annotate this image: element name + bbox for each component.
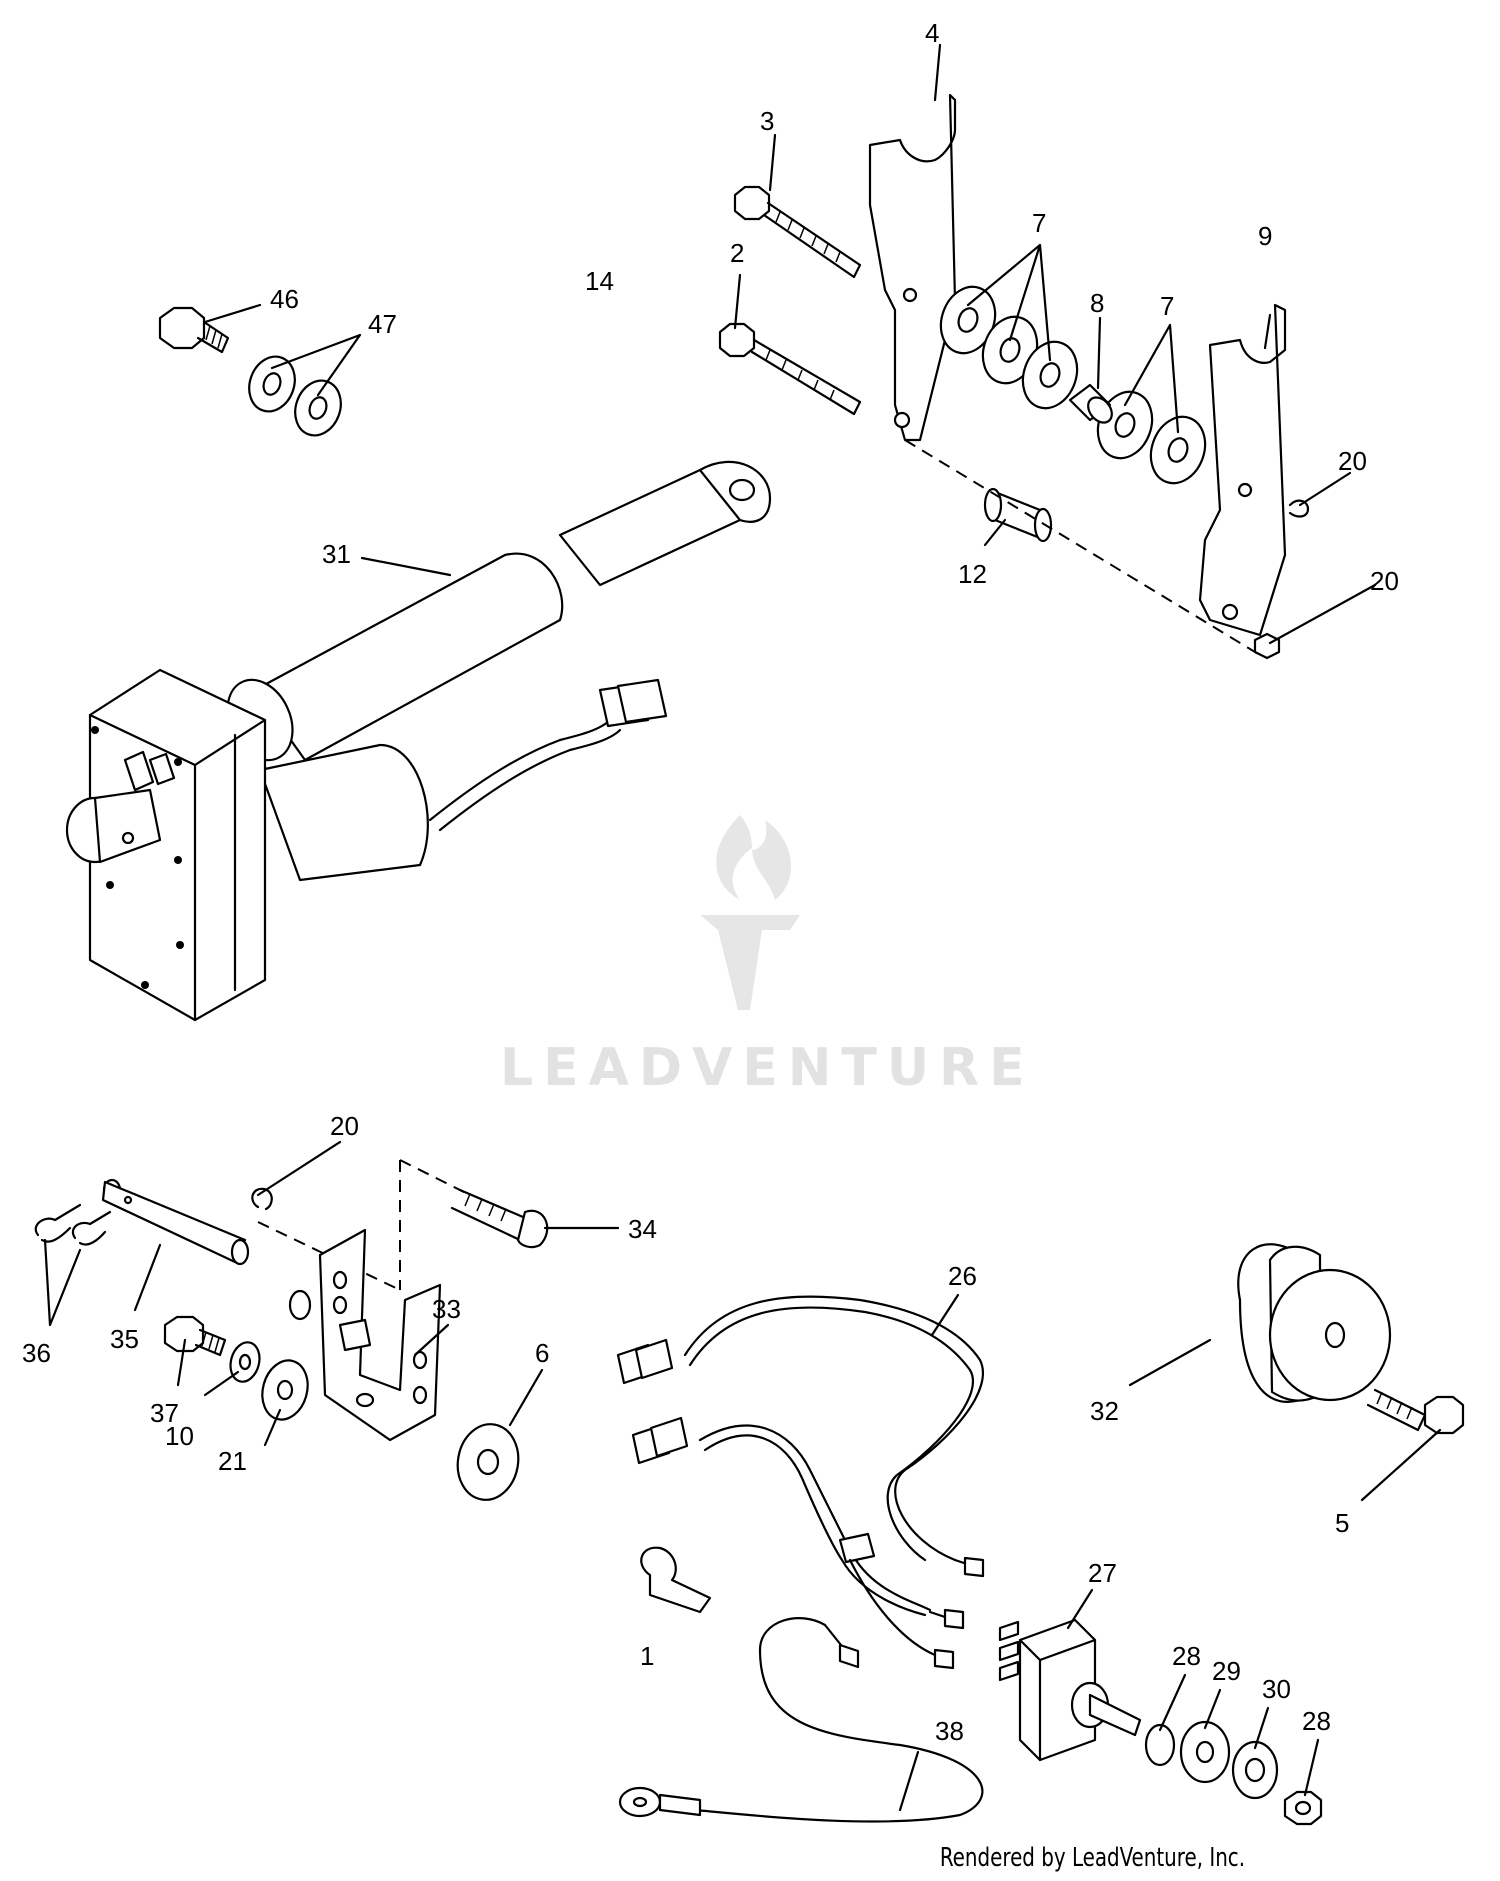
callout-35: 35: [110, 1324, 139, 1354]
callout-7-b: 7: [1160, 291, 1174, 321]
callout-1: 1: [640, 1641, 654, 1671]
sleeve-12: [983, 487, 1053, 543]
callout-31: 31: [322, 539, 351, 569]
callout-7-a: 7: [1032, 208, 1046, 238]
callout-28-b: 28: [1302, 1706, 1331, 1736]
callout-46: 46: [270, 284, 299, 314]
callout-20-a: 20: [1338, 446, 1367, 476]
bolt-2: [718, 322, 862, 416]
bolt-3: [733, 185, 862, 279]
callout-33: 33: [432, 1294, 461, 1324]
washer-30: [1231, 1740, 1279, 1800]
callout-30: 30: [1262, 1674, 1291, 1704]
toggle-switch-27: [998, 1618, 1142, 1762]
callout-labels: 4 3 2 14 7 7 8 9 20 12 20 46 47 31 20 34…: [22, 18, 1399, 1746]
isolator-32: [1237, 1243, 1392, 1403]
callout-10: 10: [165, 1421, 194, 1451]
pin-35: [101, 1178, 250, 1266]
washer-21: [261, 1359, 309, 1421]
callout-20-c: 20: [330, 1111, 359, 1141]
spacer-8: [1068, 383, 1113, 424]
wire-harness-26: [616, 1295, 985, 1670]
callout-6: 6: [535, 1338, 549, 1368]
clip-20-upper-b: [1253, 632, 1281, 660]
clip-1: [640, 1546, 712, 1614]
washer-6: [456, 1423, 520, 1501]
lockwasher-10: [229, 1341, 261, 1383]
clips-36: [34, 1203, 112, 1246]
bolt-5: [1366, 1388, 1465, 1435]
callout-38: 38: [935, 1716, 964, 1746]
bolt-34: [450, 1188, 549, 1249]
callout-32: 32: [1090, 1396, 1119, 1426]
ground-wire-38: [618, 1617, 984, 1823]
callout-26: 26: [948, 1261, 977, 1291]
clip-20-lower: [251, 1187, 273, 1211]
callout-36: 36: [22, 1338, 51, 1368]
callout-3: 3: [760, 106, 774, 136]
callout-9: 9: [1258, 221, 1272, 251]
nut-28-a: [1144, 1723, 1176, 1767]
callout-37: 37: [150, 1398, 179, 1428]
bracket-9: [1198, 303, 1287, 637]
linear-actuator-31: [65, 460, 772, 1022]
callout-12: 12: [958, 559, 987, 589]
watermark-text: LEADVENTURE: [500, 1038, 1035, 1098]
callout-29: 29: [1212, 1656, 1241, 1686]
callout-34: 34: [628, 1214, 657, 1244]
callout-21: 21: [218, 1446, 247, 1476]
lockwasher-29: [1179, 1720, 1231, 1784]
bracket-33: [288, 1228, 442, 1442]
callout-5: 5: [1335, 1508, 1349, 1538]
assembly-line-lower-b: [399, 1159, 471, 1290]
bolt-37: [163, 1315, 227, 1357]
footer-credit: Rendered by LeadVenture, Inc.: [939, 1843, 1245, 1873]
nut-28-b: [1283, 1790, 1323, 1826]
callout-20-b: 20: [1370, 566, 1399, 596]
assembly-line-lower-a: [257, 1221, 401, 1291]
clip-20-upper-a: [1288, 499, 1310, 518]
washers-47: [248, 355, 342, 437]
bolt-46: [158, 306, 230, 354]
callout-28-a: 28: [1172, 1641, 1201, 1671]
callout-2: 2: [730, 238, 744, 268]
callout-8: 8: [1090, 288, 1104, 318]
bracket-4: [868, 93, 957, 442]
callout-14: 14: [585, 266, 614, 296]
leader-lines: [43, 43, 1442, 1812]
callout-27: 27: [1088, 1558, 1117, 1588]
callout-47: 47: [368, 309, 397, 339]
watermark-logo: LEADVENTURE: [500, 815, 1035, 1098]
assembly-line-upper: [904, 439, 1261, 656]
callout-4: 4: [925, 18, 939, 48]
